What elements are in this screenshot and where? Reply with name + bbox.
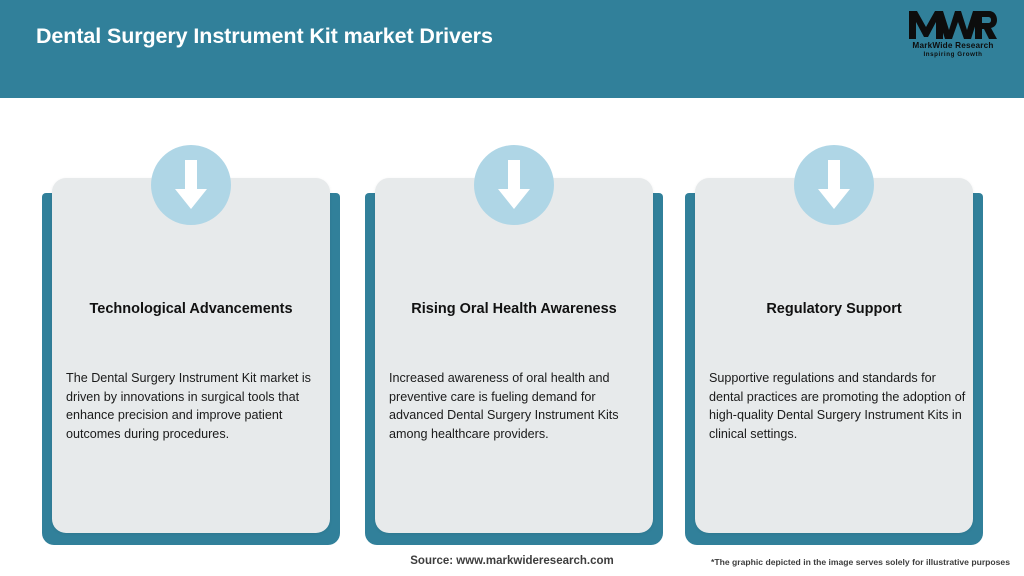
mwr-monogram-icon [909, 11, 997, 39]
card-description: Increased awareness of oral health and p… [389, 371, 619, 441]
page-title: Dental Surgery Instrument Kit market Dri… [36, 24, 493, 48]
card-title: Technological Advancements [89, 301, 293, 317]
brand-logo: MarkWide Research Inspiring Growth [900, 10, 1006, 64]
header-bar: Dental Surgery Instrument Kit market Dri… [0, 0, 1024, 98]
card-panel: Technological Advancements The Dental Su… [52, 178, 330, 533]
logo-tagline: Inspiring Growth [923, 51, 983, 58]
card-panel: Regulatory Support Supportive regulation… [695, 178, 973, 533]
driver-card: Rising Oral Health Awareness Increased a… [365, 145, 663, 545]
arrow-down-icon [151, 145, 231, 225]
card-description: Supportive regulations and standards for… [709, 371, 966, 441]
card-panel: Rising Oral Health Awareness Increased a… [375, 178, 653, 533]
card-description: The Dental Surgery Instrument Kit market… [66, 371, 311, 441]
arrow-down-glyph [818, 160, 850, 209]
card-title: Rising Oral Health Awareness [411, 301, 617, 317]
arrow-down-glyph [498, 160, 530, 209]
cards-stage: Technological Advancements The Dental Su… [0, 98, 1024, 576]
disclaimer-note: *The graphic depicted in the image serve… [711, 557, 1010, 567]
logo-company-name: MarkWide Research [912, 41, 994, 50]
driver-card: Regulatory Support Supportive regulation… [685, 145, 983, 545]
card-title: Regulatory Support [766, 301, 902, 317]
arrow-down-glyph [175, 160, 207, 209]
arrow-down-icon [794, 145, 874, 225]
source-label: Source: www.markwideresearch.com [410, 555, 614, 567]
driver-card: Technological Advancements The Dental Su… [42, 145, 340, 545]
arrow-down-icon [474, 145, 554, 225]
